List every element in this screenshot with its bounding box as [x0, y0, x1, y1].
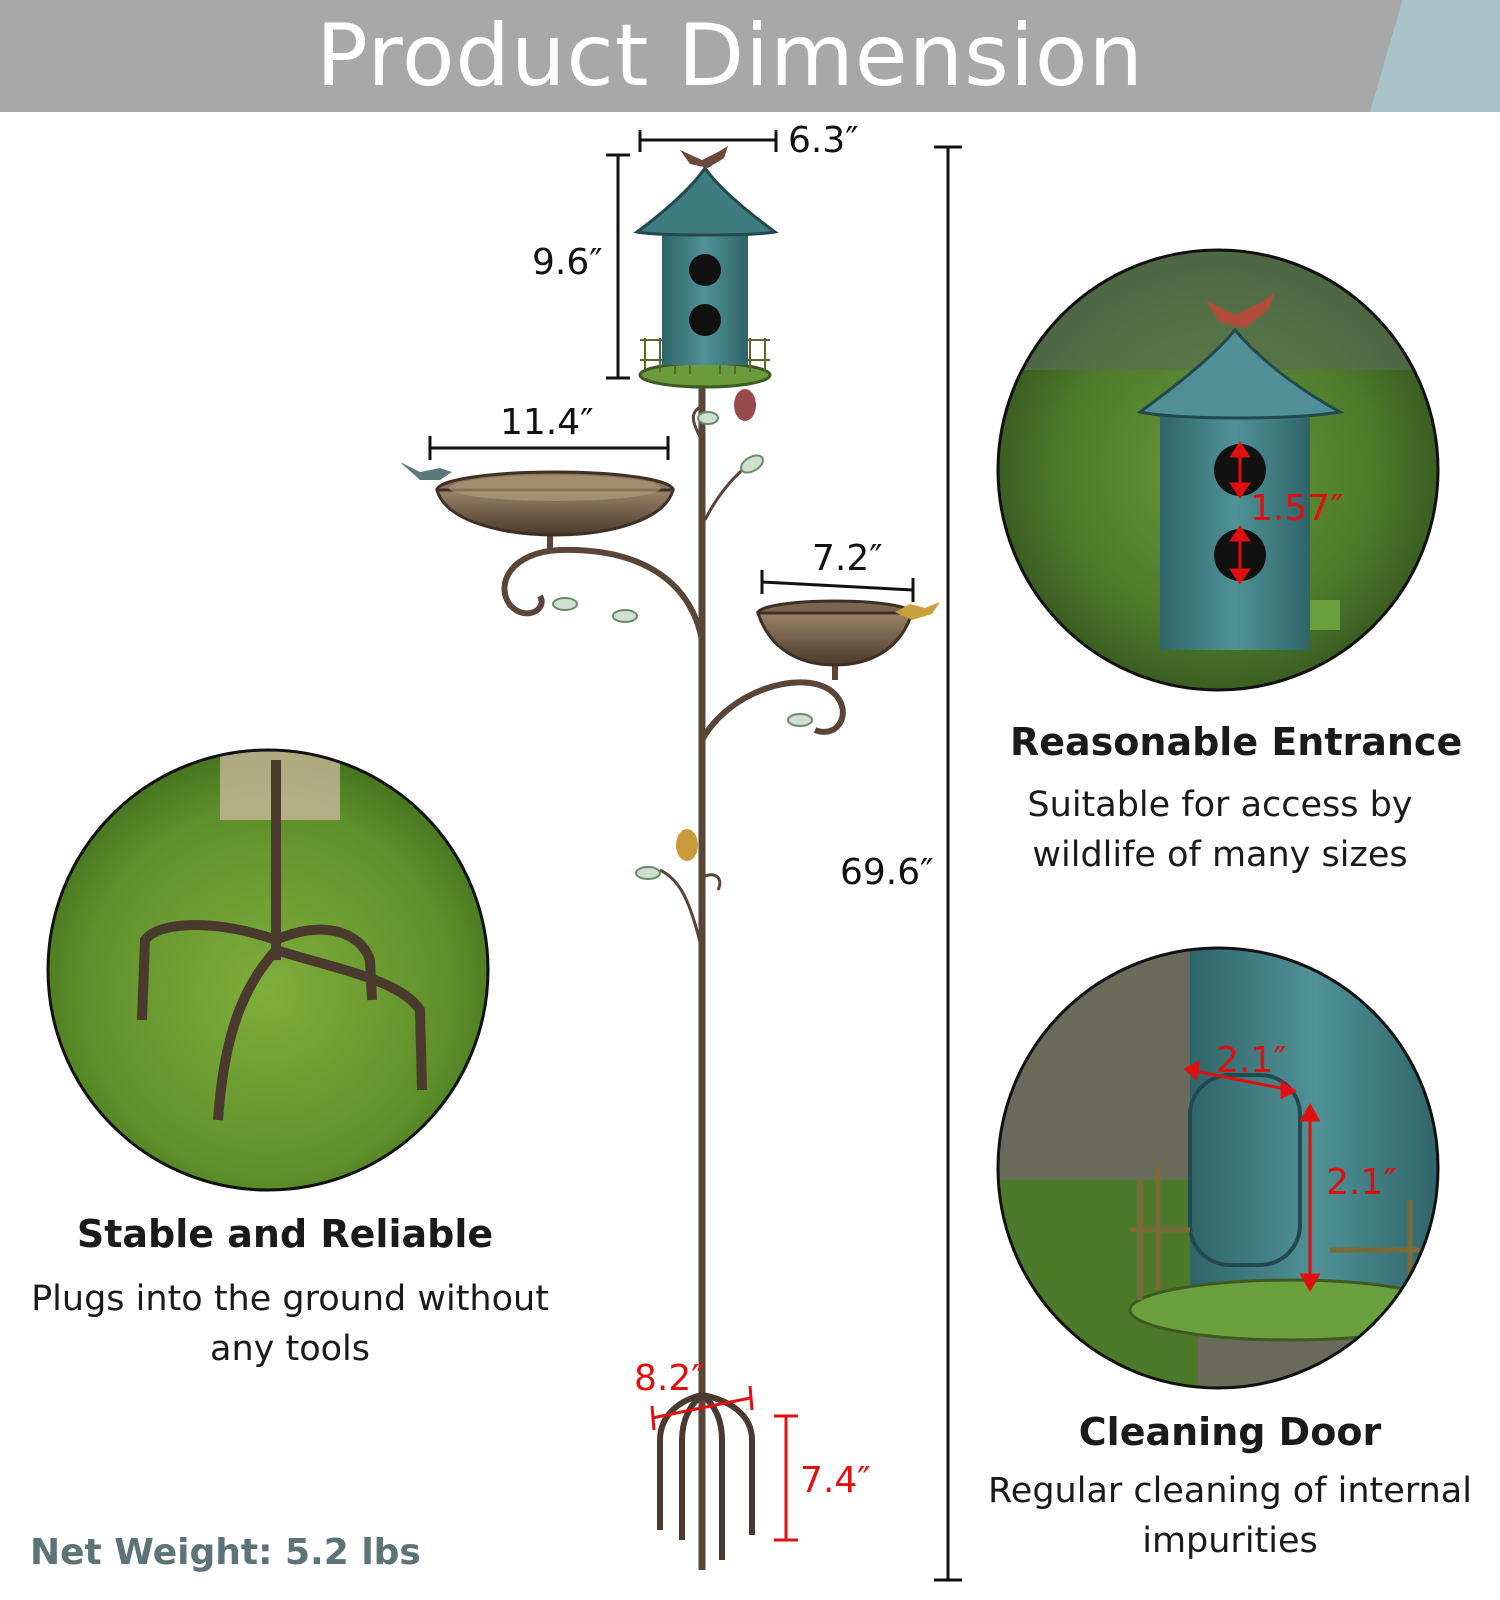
total-height-label: 69.6″ — [840, 852, 934, 893]
stake-closeup-image — [48, 750, 488, 1190]
dimension-lines-red — [650, 1385, 798, 1542]
base-width-label: 8.2″ — [634, 1358, 705, 1399]
house-width-label: 6.3″ — [788, 120, 859, 161]
dimension-lines — [428, 130, 962, 1582]
door-title: Cleaning Door — [1078, 1410, 1382, 1454]
house-height-label: 9.6″ — [532, 242, 603, 283]
header-banner: Product Dimension — [0, 0, 1500, 112]
stable-line-1: Plugs into the ground without — [31, 1279, 549, 1319]
ground-stake — [657, 1392, 755, 1560]
small-bath-width-label: 7.2″ — [812, 538, 883, 579]
entrance-line-1: Suitable for access by — [1027, 785, 1413, 825]
entrance-closeup-image — [998, 250, 1438, 690]
door-closeup-image — [998, 948, 1438, 1388]
entrance-line-2: wildlife of many sizes — [1032, 835, 1408, 875]
page-title: Product Dimension — [316, 6, 1144, 106]
entrance-description: Suitable for access by wildlife of many … — [1000, 780, 1440, 880]
door-width-label: 2.1″ — [1216, 1040, 1287, 1081]
stake-depth-label: 7.4″ — [800, 1460, 871, 1501]
bird-feeder-stand — [400, 146, 940, 1570]
stable-line-2: any tools — [210, 1329, 370, 1369]
door-height-label: 2.1″ — [1326, 1162, 1397, 1203]
entrance-title: Reasonable Entrance — [1010, 720, 1463, 764]
entrance-diameter-label: 1.57″ — [1250, 488, 1344, 529]
large-bath-width-label: 11.4″ — [500, 402, 594, 443]
stable-title: Stable and Reliable — [76, 1212, 494, 1256]
stable-description: Plugs into the ground without any tools — [10, 1274, 570, 1374]
door-line-1: Regular cleaning of internal — [988, 1471, 1472, 1511]
door-line-2: impurities — [1142, 1521, 1318, 1561]
door-description: Regular cleaning of internal impurities — [970, 1466, 1490, 1566]
net-weight: Net Weight: 5.2 lbs — [30, 1532, 421, 1573]
